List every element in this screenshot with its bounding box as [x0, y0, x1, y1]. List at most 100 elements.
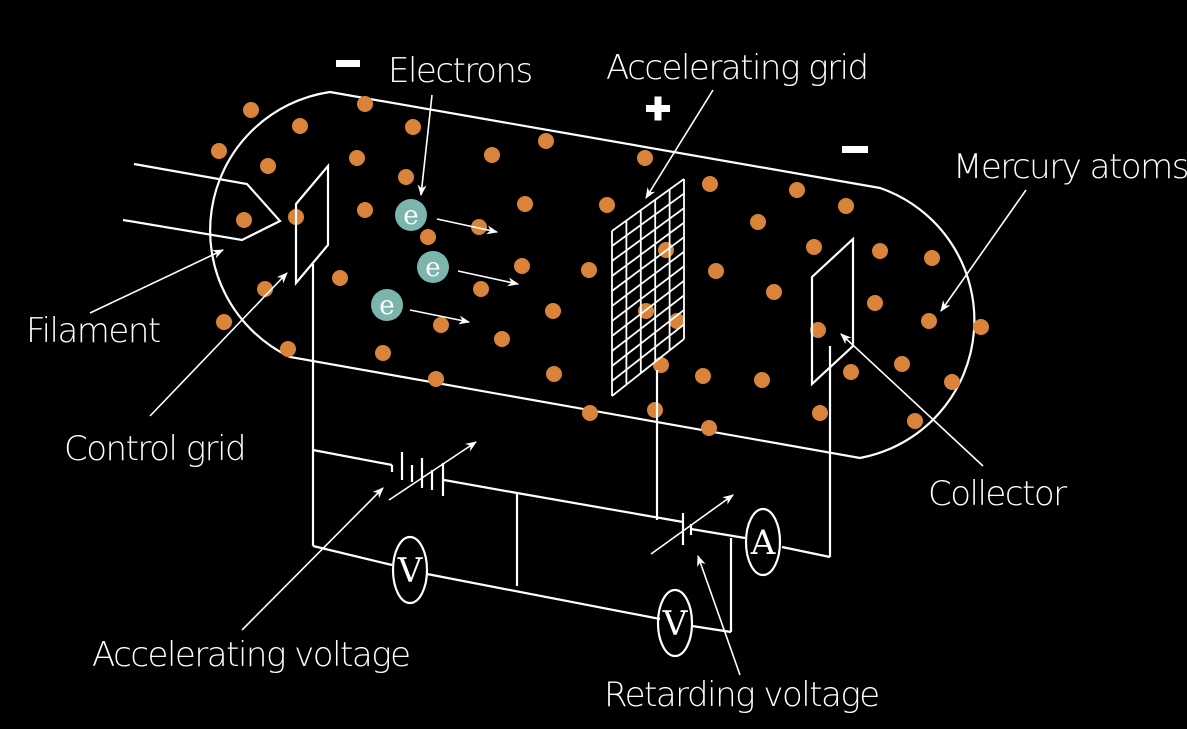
mercury-atom: [599, 197, 615, 213]
collector-plate: [810, 236, 855, 387]
retarding-voltage-pointer: [697, 554, 741, 676]
accelerating-voltmeter: V: [391, 535, 429, 605]
collector-minus-sign: [842, 146, 868, 153]
mercury-atom: [669, 313, 685, 329]
mercury-atom: [473, 281, 489, 297]
electron-symbol: e: [403, 201, 418, 231]
electron-symbol: e: [379, 291, 394, 321]
mercury-atom: [405, 119, 421, 135]
filament-pointer: [89, 249, 225, 314]
mercury-atom: [357, 96, 373, 112]
mercury-atom: [647, 402, 663, 418]
grid-wire: [611, 323, 685, 382]
control-grid: [294, 162, 330, 287]
grid-wire: [611, 309, 685, 367]
mercury-atom: [812, 405, 828, 421]
retarding-voltmeter: V: [656, 588, 694, 658]
filament-label: Filament: [26, 311, 160, 351]
mercury-atom: [216, 314, 232, 330]
mercury-atom: [806, 239, 822, 255]
electron-symbol: e: [425, 253, 440, 283]
mercury-atom: [637, 150, 653, 166]
ammeter: A: [744, 507, 782, 577]
mercury-atoms: [211, 96, 989, 436]
grid-wire: [611, 236, 685, 292]
mercury-atom: [280, 341, 296, 357]
mercury-atom: [894, 356, 910, 372]
circuit-wires: [311, 264, 832, 634]
grid-wire: [611, 192, 685, 247]
grid-wire: [611, 265, 685, 322]
mercury-atom: [236, 212, 252, 228]
grid-wire: [611, 338, 685, 397]
mercury-atom: [375, 345, 391, 361]
retarding-battery-icon: [650, 494, 734, 555]
mercury-atom: [243, 102, 259, 118]
voltmeter-label: V: [662, 604, 689, 644]
voltmeter-label: V: [397, 551, 424, 591]
electron-motion-arrow: [436, 218, 499, 235]
mercury-atom: [973, 319, 989, 335]
grid-wire: [611, 221, 685, 277]
collector-label: Collector: [928, 474, 1067, 514]
mercury-atom: [867, 295, 883, 311]
mercury-atom: [789, 182, 805, 198]
electron-motion-arrow: [457, 270, 520, 287]
ammeter-label: A: [750, 523, 776, 563]
cathode-minus-sign: [336, 60, 360, 67]
mercury-atom: [754, 372, 770, 388]
mercury-atom: [332, 270, 348, 286]
collector-pointer: [840, 333, 984, 467]
control-grid-pointer: [149, 272, 288, 417]
mercury-atom: [944, 374, 960, 390]
mercury-atom: [872, 243, 888, 259]
mercury-atom: [581, 262, 597, 278]
grid-wire: [611, 280, 685, 337]
mercury-atom: [257, 281, 273, 297]
mercury-atom: [695, 368, 711, 384]
grid-wire: [611, 178, 685, 232]
mercury-atom: [921, 313, 937, 329]
mercury-atom: [420, 229, 436, 245]
mercury-atom: [211, 143, 227, 159]
tube-outline: [209, 90, 976, 460]
mercury-atom: [838, 198, 854, 214]
mercury-atoms-label: Mercury atoms: [953, 147, 1187, 187]
mercury-atom: [292, 118, 308, 134]
mercury-atom: [260, 158, 276, 174]
accelerating-grid-label: Accelerating grid: [606, 48, 868, 88]
grid-wire: [611, 207, 685, 262]
electrons-label: Electrons: [388, 51, 532, 91]
mercury-atom: [428, 371, 444, 387]
mercury-atoms-pointer: [940, 189, 1027, 312]
mercury-atom: [750, 214, 766, 230]
accelerating-grid-pointer: [645, 89, 714, 199]
electron-2: e: [417, 251, 449, 283]
mercury-atom: [514, 258, 530, 274]
control-grid-label: Control grid: [64, 429, 245, 469]
mercury-atom: [517, 196, 533, 212]
electrons-pointer: [417, 94, 433, 197]
mercury-atom: [708, 263, 724, 279]
grid-wire: [611, 251, 685, 307]
accelerating-voltage-pointer: [241, 487, 384, 631]
mercury-atom: [471, 219, 487, 235]
mercury-atom: [398, 169, 414, 185]
mercury-atom: [538, 133, 554, 149]
mercury-atom: [810, 322, 826, 338]
accelerating-battery-icon: [388, 441, 477, 501]
grid-plus-sign: [646, 96, 670, 121]
mercury-atom: [545, 303, 561, 319]
filament: [122, 162, 282, 242]
mercury-atom: [702, 176, 718, 192]
mercury-atom: [924, 250, 940, 266]
mercury-atom: [582, 405, 598, 421]
retarding-voltage-label: Retarding voltage: [604, 675, 879, 715]
electron-1: e: [395, 199, 427, 231]
electron-3: e: [371, 289, 403, 321]
mercury-atom: [484, 147, 500, 163]
mercury-atom: [546, 366, 562, 382]
mercury-atom: [357, 202, 373, 218]
accelerating-voltage-label: Accelerating voltage: [92, 635, 410, 675]
